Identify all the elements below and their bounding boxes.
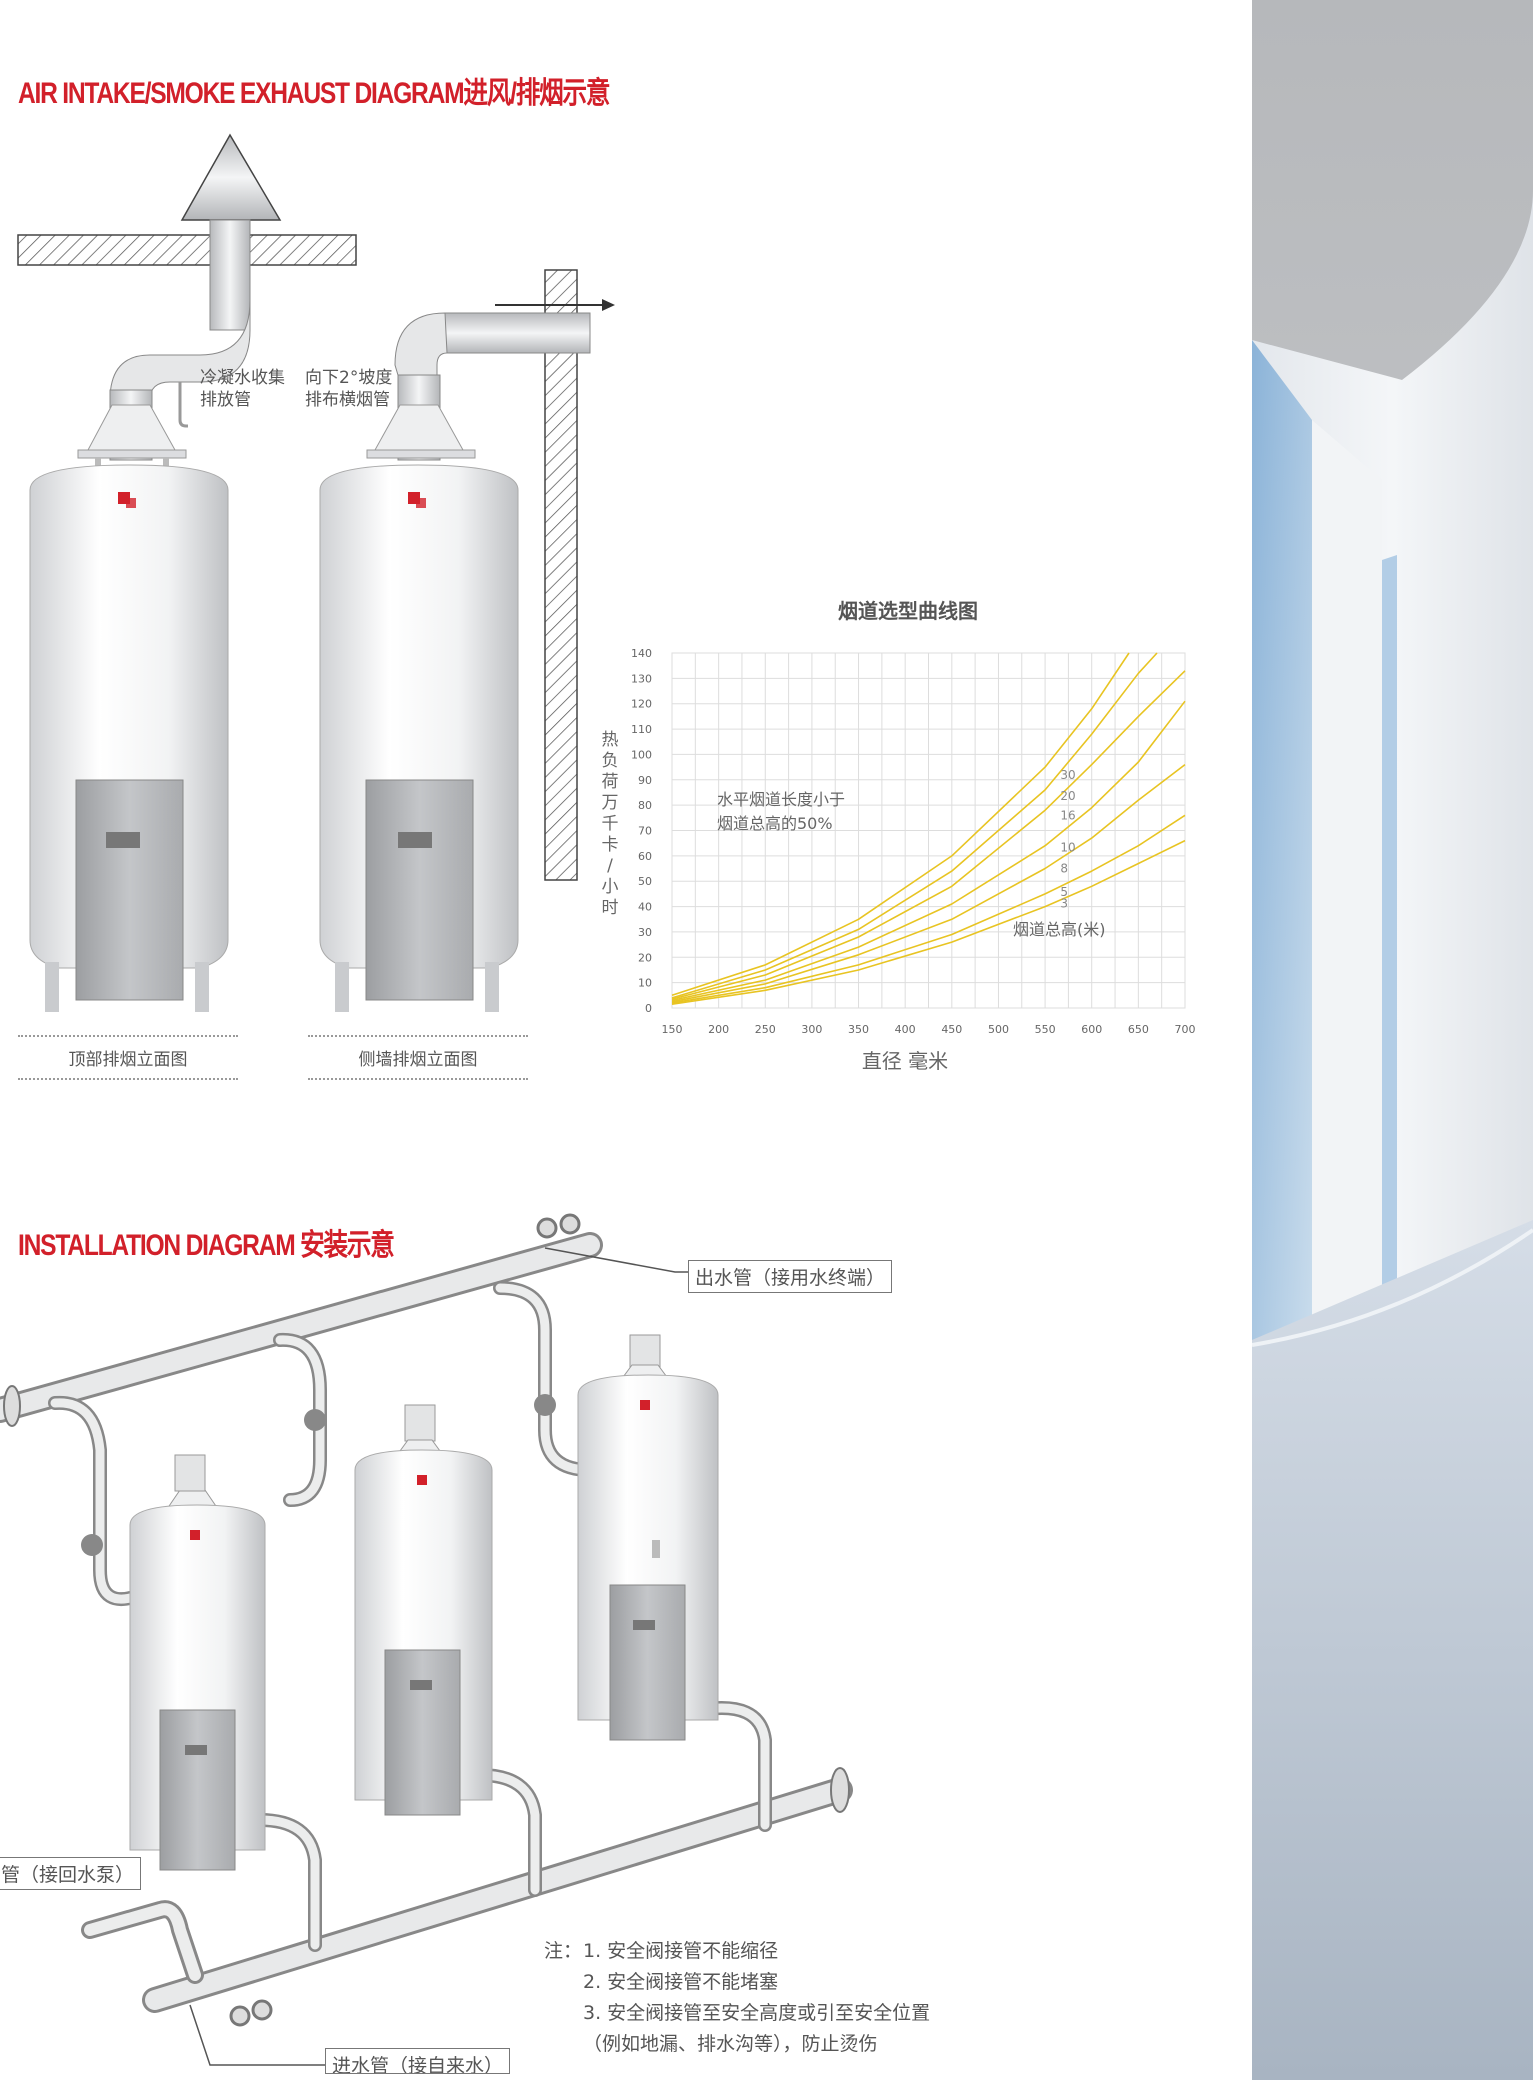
y-label-char: 卡 xyxy=(602,835,619,855)
y-tick-label: 0 xyxy=(645,1002,652,1015)
note-item: （例如地漏、排水沟等），防止烫伤 xyxy=(583,2033,878,2055)
wall-hatch xyxy=(544,269,578,881)
inlet-pipe xyxy=(142,1767,853,2013)
series-label-3: 3 xyxy=(1060,897,1068,911)
x-tick-label: 550 xyxy=(1035,1023,1056,1036)
callout-return-pipe: 管（接回水泵） xyxy=(0,1857,142,1890)
y-tick-label: 120 xyxy=(631,698,652,711)
chart-annotation-line2: 烟道总高的50% xyxy=(717,814,833,833)
label-condensate-pipe: 冷凝水收集 排放管 xyxy=(200,368,285,410)
x-tick-label: 650 xyxy=(1128,1023,1149,1036)
label-slope-pipe: 向下2°坡度 排布横烟管 xyxy=(305,368,393,410)
x-tick-label: 700 xyxy=(1175,1023,1196,1036)
y-tick-label: 50 xyxy=(638,875,652,888)
y-label-char: 热 xyxy=(602,730,619,750)
y-label-char: 负 xyxy=(602,751,619,771)
outlet-pipe xyxy=(0,1232,603,1427)
y-tick-label: 20 xyxy=(638,951,652,964)
x-tick-label: 250 xyxy=(755,1023,776,1036)
y-label-char: 小 xyxy=(602,877,619,897)
burner-box xyxy=(75,779,184,1001)
y-tick-label: 60 xyxy=(638,850,652,863)
heater-a xyxy=(129,1454,266,1871)
chart-grid xyxy=(671,652,1186,1009)
y-label-char: / xyxy=(607,856,613,876)
note-prefix: 注： xyxy=(544,1940,583,1962)
heater-c xyxy=(577,1334,719,1741)
y-tick-label: 90 xyxy=(638,774,652,787)
installation-diagram xyxy=(0,1213,853,2066)
series-line-5 xyxy=(671,814,1186,1004)
x-tick-label: 400 xyxy=(895,1023,916,1036)
y-tick-label: 140 xyxy=(631,647,652,660)
x-tick-label: 450 xyxy=(941,1023,962,1036)
series-line-10 xyxy=(671,700,1186,1002)
callout-outlet-pipe: 出水管（接用水终端） xyxy=(688,1260,893,1293)
series-line-3 xyxy=(671,839,1186,1005)
chart-y-ticks: 0 10 20 30 40 50 60 70 80 90 100 110 120 130 140 xyxy=(631,647,652,1015)
x-tick-label: 600 xyxy=(1081,1023,1102,1036)
chart-title: 烟道选型曲线图 xyxy=(838,599,978,623)
series-line-20 xyxy=(671,652,1158,999)
y-tick-label: 130 xyxy=(631,672,652,685)
y-label-char: 时 xyxy=(602,898,619,918)
exhaust-up-arrow xyxy=(180,133,282,221)
y-tick-label: 110 xyxy=(631,723,652,736)
brand-logo xyxy=(118,492,136,508)
series-line-16 xyxy=(671,670,1186,1000)
series-line-30 xyxy=(671,652,1130,997)
caption-side-exhaust: 侧墙排烟立面图 xyxy=(308,1035,528,1080)
y-tick-label: 100 xyxy=(631,748,652,761)
y-label-char: 荷 xyxy=(602,772,619,792)
y-tick-label: 70 xyxy=(638,825,652,838)
chart-xlabel: 直径 毫米 xyxy=(862,1049,948,1073)
y-label-char: 千 xyxy=(602,814,619,834)
note-item: 3. 安全阀接管至安全高度或引至安全位置 xyxy=(583,2002,931,2024)
series-label-30: 30 xyxy=(1060,768,1075,782)
chart-x-ticks: 150 200 250 300 350 400 450 500 550 600 650 700 xyxy=(662,1023,1196,1036)
x-tick-label: 500 xyxy=(988,1023,1009,1036)
note-item: 1. 安全阀接管不能缩径 xyxy=(583,1940,779,1962)
chart-series-title: 烟道总高(米) xyxy=(1013,920,1106,939)
top-valve-knobs xyxy=(536,1213,581,1239)
series-label-8: 8 xyxy=(1060,862,1068,876)
series-label-10: 10 xyxy=(1060,840,1075,854)
chart-annotation-line1: 水平烟道长度小于 xyxy=(717,790,845,809)
x-tick-label: 150 xyxy=(662,1023,683,1036)
x-tick-label: 200 xyxy=(708,1023,729,1036)
x-tick-label: 350 xyxy=(848,1023,869,1036)
caption-top-exhaust: 顶部排烟立面图 xyxy=(18,1035,238,1080)
note-item: 2. 安全阀接管不能堵塞 xyxy=(583,1971,779,1993)
heater-b xyxy=(354,1404,493,1816)
architecture-photo xyxy=(1252,0,1533,2080)
series-label-16: 16 xyxy=(1060,808,1075,822)
y-tick-label: 30 xyxy=(638,926,652,939)
x-tick-label: 300 xyxy=(801,1023,822,1036)
chart-series xyxy=(671,652,1186,1005)
y-tick-label: 40 xyxy=(638,901,652,914)
chart-series-labels: 30 20 16 10 8 53 xyxy=(1060,768,1075,911)
y-tick-label: 10 xyxy=(638,977,652,990)
y-label-char: 万 xyxy=(602,793,619,813)
y-tick-label: 80 xyxy=(638,799,652,812)
callout-inlet-pipe: 进水管（接自来水） xyxy=(325,2048,511,2074)
section-heading-air-intake: AIR INTAKE/SMOKE EXHAUST DIAGRAM进风/排烟示意 xyxy=(18,77,610,110)
series-label-5: 5 xyxy=(1060,885,1068,899)
series-label-20: 20 xyxy=(1060,789,1075,803)
top-exhaust-diagram xyxy=(17,133,615,1012)
ceiling-hatch xyxy=(17,234,357,266)
section-heading-installation: INSTALLATION DIAGRAM 安装示意 xyxy=(18,1229,395,1262)
series-line-8 xyxy=(671,763,1186,1003)
